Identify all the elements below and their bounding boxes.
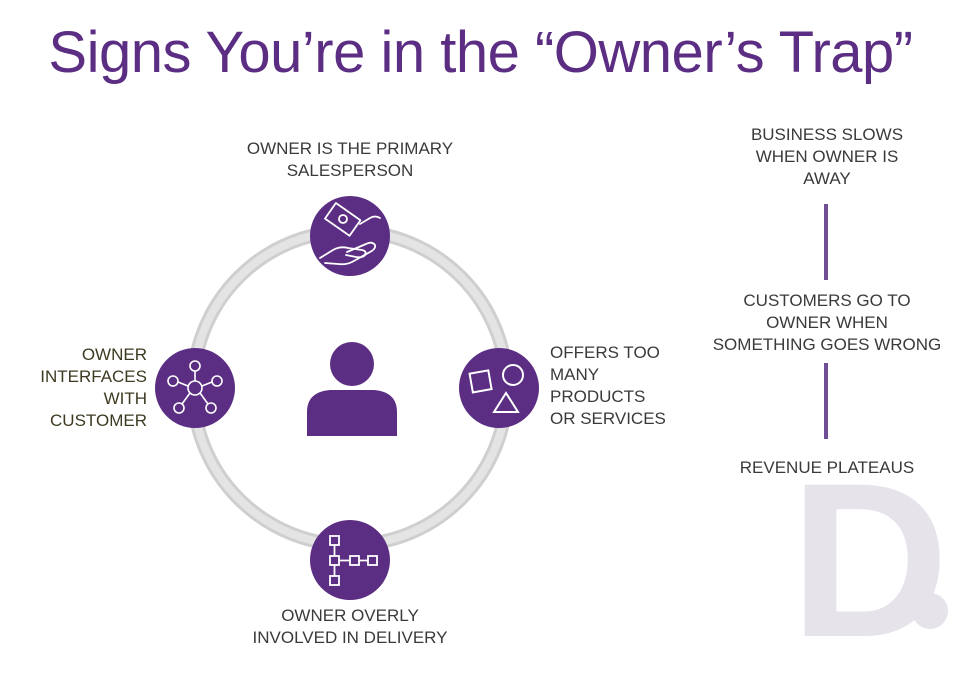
label-too-many-products: OFFERS TOO MANY PRODUCTS OR SERVICES — [550, 342, 700, 430]
logo-d-icon: D — [790, 437, 949, 683]
person-icon — [307, 342, 397, 436]
label-line: SOMETHING GOES WRONG — [712, 335, 942, 354]
label-line: OWNER — [81, 345, 147, 364]
label-line: REVENUE PLATEAUS — [739, 458, 915, 477]
label-line: INTERFACES — [40, 367, 147, 386]
label-line: INVOLVED IN DELIVERY — [252, 628, 448, 647]
progression-step-3: REVENUE PLATEAUS — [705, 457, 949, 479]
label-interfaces-with-customer: OWNER INTERFACES WITH CUSTOMER — [20, 344, 147, 432]
progression-connector — [824, 204, 828, 280]
label-line: OFFERS TOO — [550, 343, 660, 362]
progression-step-1: BUSINESS SLOWS WHEN OWNER IS AWAY — [705, 124, 949, 190]
label-line: OR SERVICES — [550, 409, 666, 428]
label-involved-in-delivery: OWNER OVERLY INVOLVED IN DELIVERY — [220, 605, 480, 649]
label-line: AWAY — [803, 169, 851, 188]
label-line: OWNER OVERLY — [281, 606, 419, 625]
label-line: WHEN OWNER IS — [755, 147, 899, 166]
flowchart-icon — [329, 535, 378, 586]
progression-connector — [824, 363, 828, 439]
page-title: Signs You’re in the “Owner’s Trap” — [48, 20, 913, 85]
label-line: SALESPERSON — [286, 161, 414, 180]
network-people-icon — [167, 360, 223, 414]
node-bottom — [310, 520, 390, 600]
label-line: MANY — [550, 365, 600, 384]
node-right — [459, 348, 539, 428]
shapes-icon — [468, 364, 524, 413]
cycle-diagram — [155, 196, 539, 600]
node-left — [155, 348, 235, 428]
label-line: OWNER WHEN — [766, 313, 888, 332]
label-line: WITH — [103, 389, 147, 408]
label-line: CUSTOMERS GO TO — [743, 291, 911, 310]
label-line: CUSTOMER — [50, 411, 147, 430]
label-primary-salesperson: OWNER IS THE PRIMARY SALESPERSON — [220, 138, 480, 182]
label-line: BUSINESS SLOWS — [750, 125, 904, 144]
progression-step-2: CUSTOMERS GO TO OWNER WHEN SOMETHING GOE… — [700, 290, 954, 356]
node-top — [310, 196, 390, 276]
money-hand-icon — [319, 202, 381, 266]
logo-dot — [912, 593, 948, 629]
label-line: PRODUCTS — [550, 387, 646, 406]
label-line: OWNER IS THE PRIMARY — [246, 139, 454, 158]
